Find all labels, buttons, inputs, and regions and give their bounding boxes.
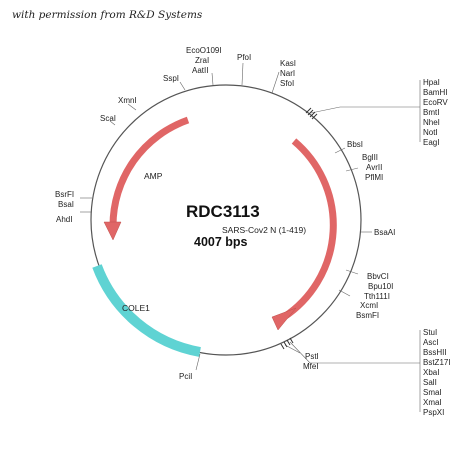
site-label-bstz17i: BstZ17I (423, 358, 450, 367)
site-label-aatii: AatII (192, 66, 208, 75)
site-label-pspxi: PspXI (423, 408, 444, 417)
site-label-pcii: PciI (179, 372, 192, 381)
feature-arrowhead-sars-cov2-n (271, 307, 297, 331)
site-label-nhei: NheI (423, 118, 440, 127)
site-label-bamhi: BamHI (423, 88, 447, 97)
feature-label-cole1: COLE1 (122, 303, 150, 313)
site-label-avrii: AvrII (366, 163, 382, 172)
site-label-pflmi: PflMI (365, 173, 383, 182)
site-label-xmni: XmnI (118, 96, 137, 105)
site-label-bbsi: BbsI (347, 140, 363, 149)
site-label-bsrfi: BsrFI (55, 190, 74, 199)
site-label-xcmi: XcmI (360, 301, 378, 310)
site-label-bsaai: BsaAI (374, 228, 395, 237)
site-label-tth111i: Tth111I (364, 292, 390, 301)
feature-label-amp: AMP (144, 171, 163, 181)
site-label-kasi: KasI (280, 59, 296, 68)
site-ticks (280, 107, 318, 350)
site-label-mfei: MfeI (303, 362, 319, 371)
plasmid-name: RDC3113 (186, 202, 260, 221)
site-label-xmai: XmaI (423, 398, 442, 407)
plasmid-backbone (90, 84, 362, 356)
site-label-psti: PstI (305, 352, 319, 361)
site-label-xbai: XbaI (423, 368, 439, 377)
site-label-sali: SalI (423, 378, 437, 387)
site-label-bbvci: BbvCI (367, 272, 389, 281)
feature-arrowhead-amp (103, 221, 122, 241)
site-label-hpai: HpaI (423, 78, 440, 87)
site-label-smai: SmaI (423, 388, 442, 397)
site-label-pfoi: PfoI (237, 53, 251, 62)
feature-arc-cole1[interactable] (92, 264, 201, 357)
site-label-eagi: EagI (423, 138, 439, 147)
site-label-ecorv: EcoRV (423, 98, 448, 107)
permission-caption: with permission from R&D Systems (12, 9, 203, 21)
site-label-ecoo109i: EcoO109I (186, 46, 222, 55)
site-label-nari: NarI (280, 69, 295, 78)
site-label-noti: NotI (423, 128, 438, 137)
site-label-bpu10i: Bpu10I (368, 282, 393, 291)
site-label-bglii: BglII (362, 153, 378, 162)
site-leader-lines (80, 62, 421, 412)
site-label-sfoi: SfoI (280, 79, 294, 88)
site-label-stui: StuI (423, 328, 437, 337)
site-label-bsai: BsaI (58, 200, 74, 209)
feature-label-sars-cov2-n: SARS-Cov2 N (1-419) (222, 225, 306, 235)
feature-arc-amp[interactable] (109, 116, 190, 227)
feature-arc-sars-cov2-n[interactable] (282, 138, 337, 320)
site-label-bsshii: BssHII (423, 348, 447, 357)
plasmid-size: 4007 bps (194, 235, 248, 249)
site-label-bsmfi: BsmFI (356, 311, 379, 320)
site-label-asci: AscI (423, 338, 439, 347)
site-label-bmti: BmtI (423, 108, 439, 117)
site-label-scai: ScaI (100, 114, 116, 123)
site-label-ahdi: AhdI (56, 215, 72, 224)
site-label-zrai: ZraI (195, 56, 209, 65)
site-label-sspi: SspI (163, 74, 179, 83)
